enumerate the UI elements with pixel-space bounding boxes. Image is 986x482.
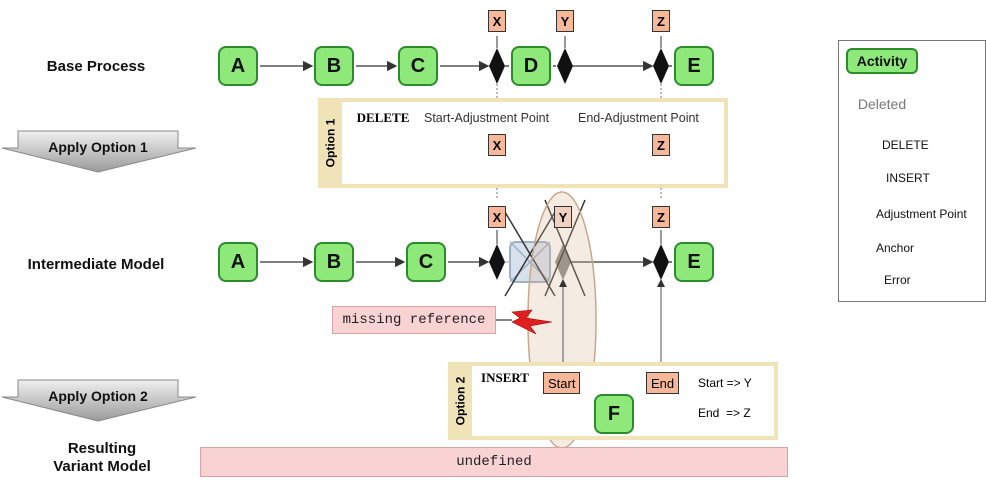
activity-e-base: E: [674, 46, 714, 86]
legend-delete-label: DELETE: [882, 138, 929, 152]
activity-a-intermediate: A: [218, 242, 258, 282]
legend-insert-label: INSERT: [886, 171, 930, 185]
option2-strip: Option 2: [448, 362, 472, 440]
row-label-intermediate: Intermediate Model: [27, 256, 165, 273]
apply-option2-label: Apply Option 2: [48, 388, 148, 404]
legend-error-label: Error: [884, 273, 911, 287]
legend-deleted: Deleted: [857, 96, 907, 112]
undefined-result-box: undefined: [200, 447, 788, 477]
activity-b-intermediate: B: [314, 242, 354, 282]
activity-c-base: C: [398, 46, 438, 86]
adjustment-point-x-intermediate: [489, 244, 505, 280]
missing-reference-box: missing reference: [332, 306, 496, 334]
option2-map-end: End => Z: [698, 406, 751, 420]
activity-a-base: A: [218, 46, 258, 86]
point-x-base: X: [488, 10, 506, 32]
point-y-deleted: Y: [554, 206, 572, 228]
activity-b-base: B: [314, 46, 354, 86]
option1-strip: Option 1: [318, 98, 342, 188]
activity-d-base: D: [511, 46, 551, 86]
option2-map-start: Start => Y: [698, 376, 752, 390]
point-y-base: Y: [556, 10, 574, 32]
adjustment-point-x-base: [489, 48, 505, 84]
point-x-intermediate: X: [488, 206, 506, 228]
option1-panel: [318, 98, 728, 188]
adjustment-point-z-base: [653, 48, 669, 84]
adjustment-point-y-base: [557, 48, 573, 84]
row-label-base: Base Process: [46, 58, 146, 75]
option1-title: Option 1: [323, 118, 338, 168]
option2-start-tag: Start: [543, 372, 581, 394]
point-z-intermediate: Z: [652, 206, 670, 228]
option2-end-tag: End: [646, 372, 680, 394]
apply-option2-arrow: [1, 379, 197, 422]
legend-adjustment-label: Adjustment Point: [876, 207, 967, 221]
activity-e-intermediate: E: [674, 242, 714, 282]
legend-activity: Activity: [846, 48, 918, 74]
option1-point-z: Z: [652, 134, 670, 156]
option2-title: Option 2: [453, 376, 468, 426]
option2-insert-label: INSERT: [481, 370, 529, 385]
option1-end-header: End-Adjustment Point: [578, 111, 699, 125]
option1-start-header: Start-Adjustment Point: [424, 111, 550, 125]
row-label-resulting: Resulting Variant Model: [53, 440, 151, 475]
point-z-base: Z: [652, 10, 670, 32]
option1-delete-label: DELETE: [356, 110, 410, 125]
adjustment-point-z-intermediate: [653, 244, 669, 280]
option1-point-x: X: [488, 134, 506, 156]
activity-c-intermediate: C: [406, 242, 446, 282]
error-icon: [511, 309, 553, 335]
apply-option1-label: Apply Option 1: [48, 139, 148, 155]
apply-option1-arrow: [1, 130, 197, 173]
legend-anchor-label: Anchor: [876, 241, 915, 255]
activity-f: F: [594, 394, 634, 434]
